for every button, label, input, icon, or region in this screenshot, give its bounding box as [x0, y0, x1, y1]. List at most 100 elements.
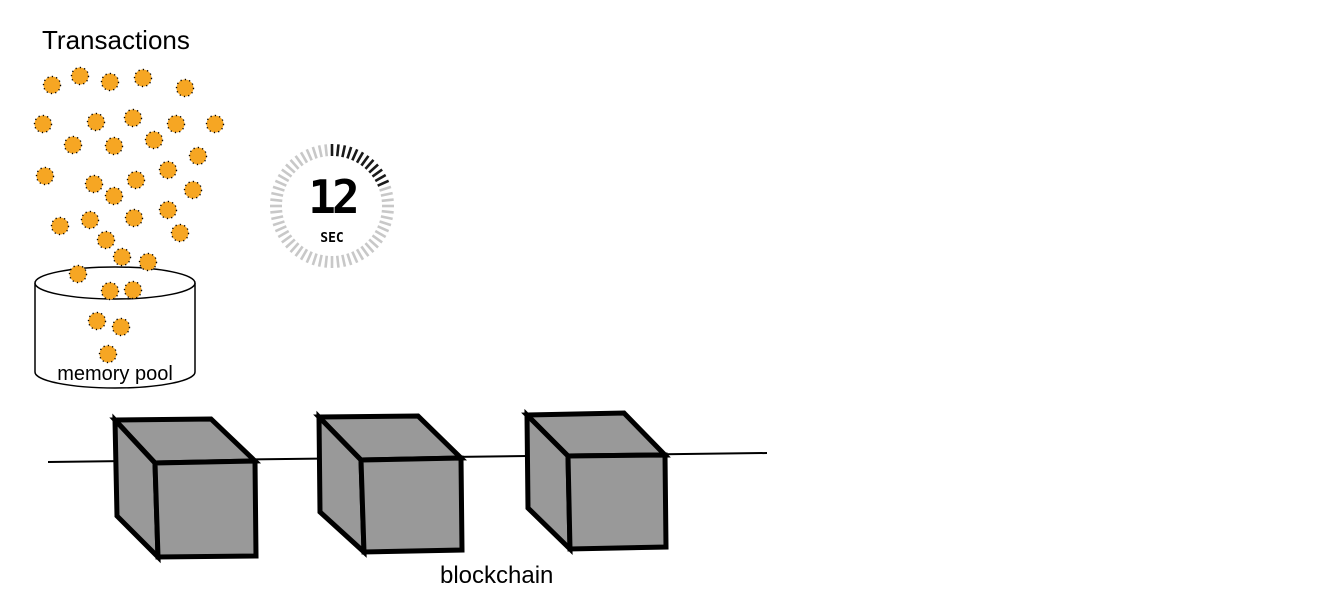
timer-tick	[380, 215, 393, 221]
timer-tick	[379, 185, 392, 192]
timer-tick	[371, 234, 383, 244]
transaction-dot	[68, 264, 88, 284]
timer-tick	[324, 255, 329, 268]
timer-tick	[270, 209, 283, 214]
transaction-dot	[133, 68, 153, 88]
transaction-dot	[205, 114, 225, 134]
timer-tick	[299, 151, 309, 164]
transaction-dot	[70, 66, 90, 86]
transaction-dot	[158, 200, 178, 220]
timer-tick	[271, 191, 284, 197]
timer-tick	[311, 146, 318, 159]
timer-tick	[294, 245, 304, 257]
transaction-dot	[100, 72, 120, 92]
timer-tick	[285, 163, 296, 174]
transaction-dot	[98, 344, 118, 364]
timer-tick	[346, 253, 353, 266]
transaction-dot	[138, 252, 158, 272]
timer-tick	[317, 145, 323, 158]
timer-tick	[274, 179, 287, 187]
timer-tick	[380, 191, 393, 197]
transaction-dot	[126, 170, 146, 190]
timer-tick	[368, 163, 379, 174]
transaction-dot	[63, 135, 83, 155]
transaction-dot	[123, 108, 143, 128]
timer-tick	[271, 215, 284, 221]
transaction-dot	[33, 114, 53, 134]
transaction-dot	[87, 311, 107, 331]
timer-tick	[346, 146, 353, 159]
transaction-dot	[104, 136, 124, 156]
timer-tick	[364, 242, 375, 253]
transaction-dot	[80, 210, 100, 230]
transaction-dot	[96, 230, 116, 250]
transaction-dot	[183, 180, 203, 200]
transaction-dot	[84, 174, 104, 194]
timer-tick	[274, 225, 287, 233]
timer-ticks	[270, 144, 394, 268]
transactions-title: Transactions	[42, 25, 190, 55]
timer-tick	[311, 253, 318, 266]
block-3	[521, 408, 671, 556]
transaction-dot	[112, 247, 132, 267]
timer-tick	[341, 254, 347, 267]
transaction-dot	[123, 280, 143, 300]
timer-tick	[374, 229, 387, 239]
block-2	[313, 410, 468, 558]
timer-tick	[360, 155, 370, 167]
timer-tick	[355, 248, 365, 261]
timer-tick	[305, 251, 313, 264]
timer-tick	[270, 198, 283, 203]
transaction-dot	[124, 208, 144, 228]
transaction-dot	[100, 281, 120, 301]
timer-tick	[351, 251, 359, 264]
timer-tick	[289, 242, 300, 253]
timer-tick	[289, 159, 300, 170]
transaction-dot	[188, 146, 208, 166]
timer-tick	[277, 173, 290, 183]
timer-tick	[272, 185, 285, 192]
timer-tick	[324, 144, 329, 157]
timer-tick	[317, 254, 323, 267]
timer-tick	[351, 148, 359, 161]
timer-tick	[381, 198, 394, 203]
transaction-dot	[175, 78, 195, 98]
transaction-dot	[111, 317, 131, 337]
timer-tick	[341, 145, 347, 158]
timer-tick	[355, 151, 365, 164]
timer-tick	[335, 255, 340, 268]
transaction-dot	[104, 186, 124, 206]
timer-tick	[381, 209, 394, 214]
transaction-dot	[166, 114, 186, 134]
timer-tick	[374, 173, 387, 183]
timer-tick	[360, 245, 370, 257]
timer-tick	[294, 155, 304, 167]
transaction-dot	[86, 112, 106, 132]
timer-value: 12	[308, 170, 356, 224]
timer-tick	[371, 168, 383, 178]
timer-tick	[377, 179, 390, 187]
transaction-dots	[33, 66, 225, 364]
transaction-dot	[50, 216, 70, 236]
timer-tick	[305, 148, 313, 161]
timer-tick	[335, 144, 340, 157]
transaction-dot	[42, 75, 62, 95]
timer-tick	[364, 159, 375, 170]
timer-tick	[277, 229, 290, 239]
block-1	[109, 413, 262, 564]
blockchain-label: blockchain	[440, 562, 553, 589]
timer-tick	[281, 168, 293, 178]
timer-tick	[379, 220, 392, 227]
countdown-timer: 12 SEC	[270, 144, 394, 268]
timer-tick	[377, 225, 390, 233]
transaction-dot	[170, 223, 190, 243]
transaction-dot	[158, 160, 178, 180]
timer-tick	[281, 234, 293, 244]
timer-tick	[272, 220, 285, 227]
timer-unit: SEC	[320, 231, 343, 246]
timer-tick	[299, 248, 309, 261]
timer-tick	[285, 238, 296, 249]
transaction-dot	[35, 166, 55, 186]
memory-pool-label: memory pool	[57, 363, 173, 385]
